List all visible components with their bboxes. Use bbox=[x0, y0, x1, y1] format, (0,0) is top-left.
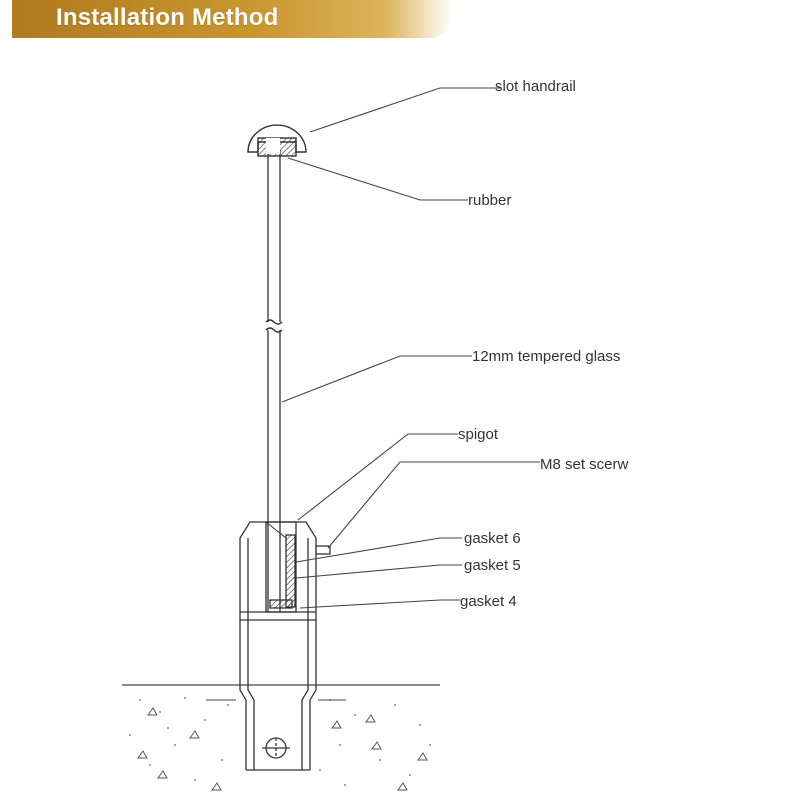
label-spigot: spigot bbox=[458, 426, 499, 443]
spigot-head bbox=[239, 521, 331, 621]
label-gasket-4: gasket 4 bbox=[460, 593, 517, 610]
slot-handrail bbox=[247, 124, 307, 157]
concrete-ground bbox=[122, 684, 440, 791]
label-tempered-glass: 12mm tempered glass bbox=[472, 348, 620, 365]
leader-lines bbox=[281, 87, 540, 609]
label-gasket-5: gasket 5 bbox=[464, 557, 521, 574]
header-banner bbox=[12, 0, 452, 38]
label-gasket-6: gasket 6 bbox=[464, 530, 521, 547]
spigot-anchor-tube bbox=[239, 620, 317, 771]
glass-panel bbox=[265, 150, 283, 612]
label-set-screw: M8 set scerw bbox=[540, 456, 629, 473]
label-rubber: rubber bbox=[468, 192, 511, 209]
page-title: Installation Method bbox=[56, 4, 279, 31]
label-slot-handrail: slot handrail bbox=[495, 78, 576, 95]
